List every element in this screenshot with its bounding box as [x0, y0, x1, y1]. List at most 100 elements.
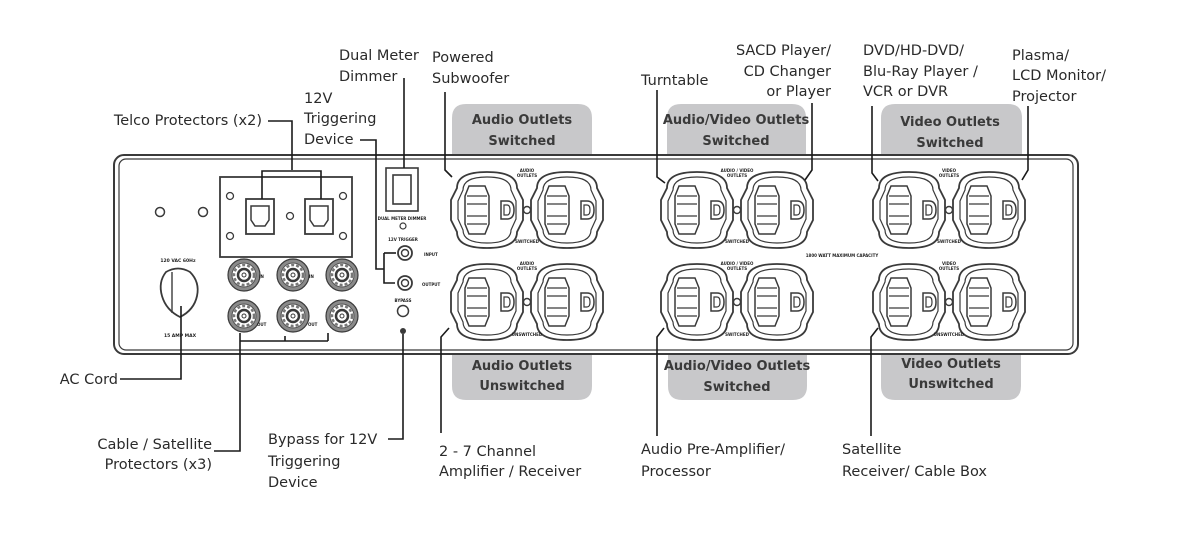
- trigger-input-label: INPUT: [424, 252, 438, 257]
- callout-label: Dimmer: [339, 69, 397, 85]
- panel-label: VIDEO: [942, 168, 957, 173]
- coax-in-label: IN: [309, 274, 314, 279]
- callout-bypass: Bypass for 12V Triggering Device: [267, 432, 377, 491]
- outlet-receptacle-icon[interactable]: [530, 263, 604, 341]
- outlet-receptacle-icon[interactable]: [952, 263, 1026, 341]
- trigger-label: 12V TRIGGER: [388, 237, 418, 242]
- tab-line2: Unswitched: [908, 377, 993, 392]
- callout-sacd: SACD Player/ CD Changer or Player: [736, 43, 831, 100]
- panel-label: OUTLETS: [939, 266, 959, 271]
- tab-av-switched-top: Audio/Video Outlets Switched: [663, 104, 810, 155]
- trigger-input-jack[interactable]: [397, 245, 413, 261]
- center-screw: [522, 297, 532, 307]
- bypass-jack[interactable]: [396, 304, 410, 318]
- outlet-receptacle-icon[interactable]: [740, 263, 814, 341]
- callout-label: Protectors (x3): [105, 457, 212, 473]
- dimmer-label: DUAL METER DIMMER: [378, 216, 427, 221]
- outlet-receptacle-icon[interactable]: [530, 171, 604, 249]
- tab-audio-switched-top: Audio Outlets Switched: [452, 104, 592, 155]
- led-indicator: [399, 222, 407, 230]
- callout-amplifier: 2 - 7 Channel Amplifier / Receiver: [439, 444, 581, 480]
- panel-sublabel: UNSWITCHED: [512, 332, 543, 337]
- coax-connector-icon[interactable]: [325, 299, 359, 333]
- coax-connectors: [227, 258, 359, 333]
- center-screw: [732, 205, 742, 215]
- callout-label: Subwoofer: [432, 71, 509, 87]
- coax-out-label: OUT: [257, 322, 267, 327]
- callout-label: VCR or DVR: [863, 84, 948, 100]
- callout-label: Triggering: [303, 111, 376, 127]
- callout-dvd: DVD/HD-DVD/ Blu-Ray Player / VCR or DVR: [863, 43, 978, 100]
- panel-label: AUDIO: [520, 261, 535, 266]
- callout-label: Satellite: [842, 442, 901, 458]
- panel-label: OUTLETS: [517, 266, 537, 271]
- callout-label: CD Changer: [744, 64, 831, 80]
- coax-in-label: IN: [259, 274, 264, 279]
- dimmer-switch[interactable]: [385, 167, 419, 212]
- outlets: [450, 171, 1026, 341]
- telco-jack-icon[interactable]: [245, 198, 275, 235]
- ac-inlet-icon: [159, 267, 199, 319]
- callout-label: or Player: [766, 84, 831, 100]
- callout-satellite: Satellite Receiver/ Cable Box: [842, 442, 987, 480]
- callout-turntable: Turntable: [640, 73, 709, 89]
- panel-sublabel: SWITCHED: [515, 239, 540, 244]
- outlet-receptacle-icon[interactable]: [450, 263, 524, 341]
- panel-label: OUTLETS: [517, 173, 537, 178]
- outlet-receptacle-icon[interactable]: [872, 263, 946, 341]
- tab-line1: Video Outlets: [900, 115, 1000, 130]
- chassis: [113, 154, 1079, 355]
- tab-line1: Audio Outlets: [472, 359, 573, 374]
- callout-label: Plasma/: [1012, 48, 1069, 64]
- center-screw: [522, 205, 532, 215]
- outlet-receptacle-icon[interactable]: [872, 171, 946, 249]
- callout-label: Cable / Satellite: [97, 437, 212, 453]
- callout-label: AC Cord: [60, 372, 118, 388]
- outlet-receptacle-icon[interactable]: [660, 263, 734, 341]
- tab-line1: Audio/Video Outlets: [664, 359, 811, 374]
- coax-connector-icon[interactable]: [227, 258, 261, 292]
- panel-label: AUDIO: [520, 168, 535, 173]
- leader-lines: [120, 78, 1029, 452]
- coax-connector-icon[interactable]: [227, 299, 261, 333]
- callout-12v-trigger: 12V Triggering Device: [303, 91, 376, 148]
- telco-jack-icon[interactable]: [304, 198, 334, 235]
- panel-sublabel: SWITCHED: [725, 332, 750, 337]
- callout-label: Device: [268, 475, 318, 491]
- trigger-output-jack[interactable]: [397, 275, 413, 291]
- tab-line2: Switched: [703, 380, 770, 395]
- panel-sublabel: UNSWITCHED: [934, 332, 965, 337]
- coax-connector-icon[interactable]: [325, 258, 359, 292]
- callout-label: Projector: [1012, 89, 1076, 105]
- panel-label: OUTLETS: [727, 266, 747, 271]
- callout-plasma: Plasma/ LCD Monitor/ Projector: [1012, 48, 1106, 105]
- tab-line2: Switched: [702, 134, 769, 149]
- callout-label: Audio Pre-Amplifier/: [641, 442, 785, 458]
- outlet-receptacle-icon[interactable]: [660, 171, 734, 249]
- screw-hole: [197, 206, 209, 218]
- outlet-receptacle-icon[interactable]: [740, 171, 814, 249]
- bypass-plug: [400, 328, 406, 334]
- tab-line2: Unswitched: [479, 379, 564, 394]
- outlet-panel-labels: AUDIO OUTLETS SWITCHED AUDIO / VIDEO OUT…: [512, 168, 965, 337]
- tab-video-switched-top: Video Outlets Switched: [881, 104, 1022, 155]
- panel-label: VIDEO: [942, 261, 957, 266]
- callout-label: Blu-Ray Player /: [863, 64, 978, 80]
- panel-sublabel: SWITCHED: [725, 239, 750, 244]
- tab-line1: Audio/Video Outlets: [663, 113, 810, 128]
- callout-label: Triggering: [267, 454, 340, 470]
- callout-label: Dual Meter: [339, 48, 419, 64]
- panel-label: AUDIO / VIDEO: [721, 168, 754, 173]
- center-screw: [944, 205, 954, 215]
- outlet-receptacle-icon[interactable]: [952, 171, 1026, 249]
- coax-connector-icon[interactable]: [276, 299, 310, 333]
- callout-cable-satellite: Cable / Satellite Protectors (x3): [97, 437, 212, 473]
- panel-label: AUDIO / VIDEO: [721, 261, 754, 266]
- center-screw: [944, 297, 954, 307]
- callout-preamp: Audio Pre-Amplifier/ Processor: [641, 442, 785, 480]
- ac-rating-label: 120 VAC 60Hz: [160, 258, 196, 264]
- coax-connector-icon[interactable]: [276, 258, 310, 292]
- callout-label: Processor: [641, 464, 711, 480]
- outlet-receptacle-icon[interactable]: [450, 171, 524, 249]
- callout-label: Turntable: [640, 73, 709, 89]
